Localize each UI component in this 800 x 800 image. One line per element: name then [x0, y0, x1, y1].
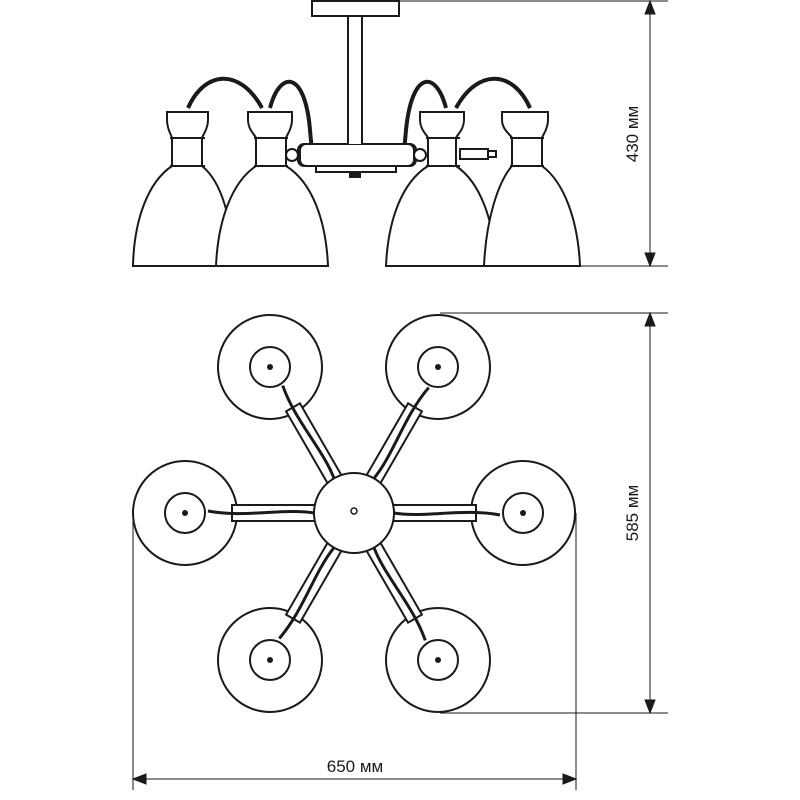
side-shade-4	[482, 111, 582, 267]
width-label: 650 мм	[327, 757, 383, 776]
height-dimension	[400, 0, 668, 268]
side-hub-joint-right	[413, 148, 427, 162]
depth-label: 585 мм	[623, 485, 642, 541]
side-view	[131, 0, 582, 267]
top-wires	[207, 385, 501, 641]
depth-dimension	[440, 311, 668, 715]
width-dimension	[131, 513, 578, 790]
side-hub-joint-left	[285, 148, 299, 162]
side-hub-nut	[349, 171, 361, 178]
side-hub-front	[299, 143, 415, 167]
side-stem-front	[348, 120, 362, 144]
top-socket-tips	[182, 364, 526, 663]
side-wires	[186, 76, 532, 153]
ceiling-canopy	[311, 0, 400, 17]
side-shade-2	[214, 111, 330, 267]
height-label: 430 мм	[623, 106, 642, 162]
top-center-screw	[350, 507, 358, 515]
side-shade-3	[384, 111, 498, 267]
top-view	[132, 314, 576, 713]
side-arm-tip-end	[487, 150, 497, 158]
side-arm-tip	[459, 148, 489, 160]
